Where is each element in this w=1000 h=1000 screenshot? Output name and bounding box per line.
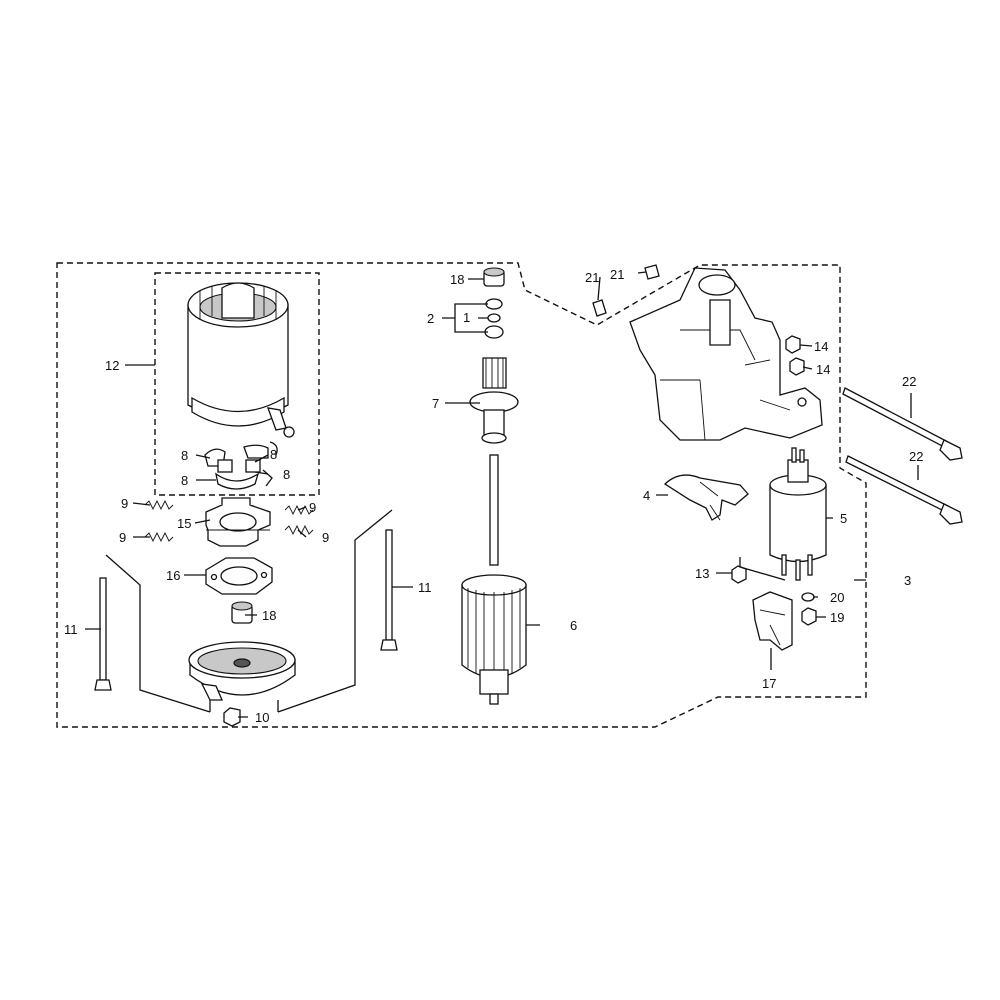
callout-15: 15 [177,516,191,531]
callout-9-lower-left: 9 [119,530,126,545]
long-bolts-part-22 [842,387,963,525]
callout-19: 19 [830,610,844,625]
yoke-subassembly-boundary [154,272,320,496]
brush-plate-part [205,557,273,595]
rear-end-cover-part [188,641,296,701]
callout-13: 13 [695,566,709,581]
callout-2: 2 [427,311,434,326]
callout-3: 3 [904,573,911,588]
nut-part-10 [223,707,241,727]
pinion-gear-part [469,357,519,444]
callout-22-upper: 22 [902,374,916,389]
callout-7: 7 [432,396,439,411]
callout-14-lower: 14 [816,362,830,377]
callout-9-upper-right: 9 [309,500,316,515]
callout-8-lower-right: 8 [283,467,290,482]
callout-18-upper: 18 [450,272,464,287]
callout-14-upper: 14 [814,339,828,354]
shift-lever-part [663,474,749,521]
assembly-boundary [56,262,867,728]
callout-20: 20 [830,590,844,605]
nut-parts-14 [785,335,805,376]
callout-8-upper-left: 8 [181,448,188,463]
bearing-part-upper [483,267,505,287]
brush-holder-part [205,497,271,547]
washer-parts [484,298,504,339]
through-bolts-part [94,529,398,691]
solenoid-part [769,447,827,581]
callout-22-lower: 22 [909,449,923,464]
callout-8-lower-left: 8 [181,473,188,488]
solenoid-guide-line [739,557,786,581]
bolt-guide-lines [105,509,393,713]
callout-6: 6 [570,618,577,633]
callout-10: 10 [255,710,269,725]
yoke-housing-part [187,282,295,438]
callout-18-lower: 18 [262,608,276,623]
callout-21-right: 21 [610,267,624,282]
callout-1: 1 [463,310,470,325]
washer-part-20 [801,592,815,602]
nut-part-13 [731,565,747,584]
callout-17: 17 [762,676,776,691]
callout-12: 12 [105,358,119,373]
callout-11-right: 11 [418,580,432,595]
callout-4: 4 [643,488,650,503]
callout-5: 5 [840,511,847,526]
callout-9-upper-left: 9 [121,496,128,511]
callout-8-upper-right: 8 [270,447,277,462]
leader-lines [85,271,919,718]
callout-21-left: 21 [585,270,599,285]
callout-9-lower-right: 9 [322,530,329,545]
callout-16: 16 [166,568,180,583]
nut-part-19 [801,607,817,626]
bearing-part-lower [231,601,253,624]
callout-11-left: 11 [64,622,78,637]
brush-set-part [204,441,278,490]
terminal-cover-part [752,591,793,651]
drive-housing-part [629,267,823,441]
pin-parts-21 [592,264,660,317]
armature-part [461,454,527,705]
